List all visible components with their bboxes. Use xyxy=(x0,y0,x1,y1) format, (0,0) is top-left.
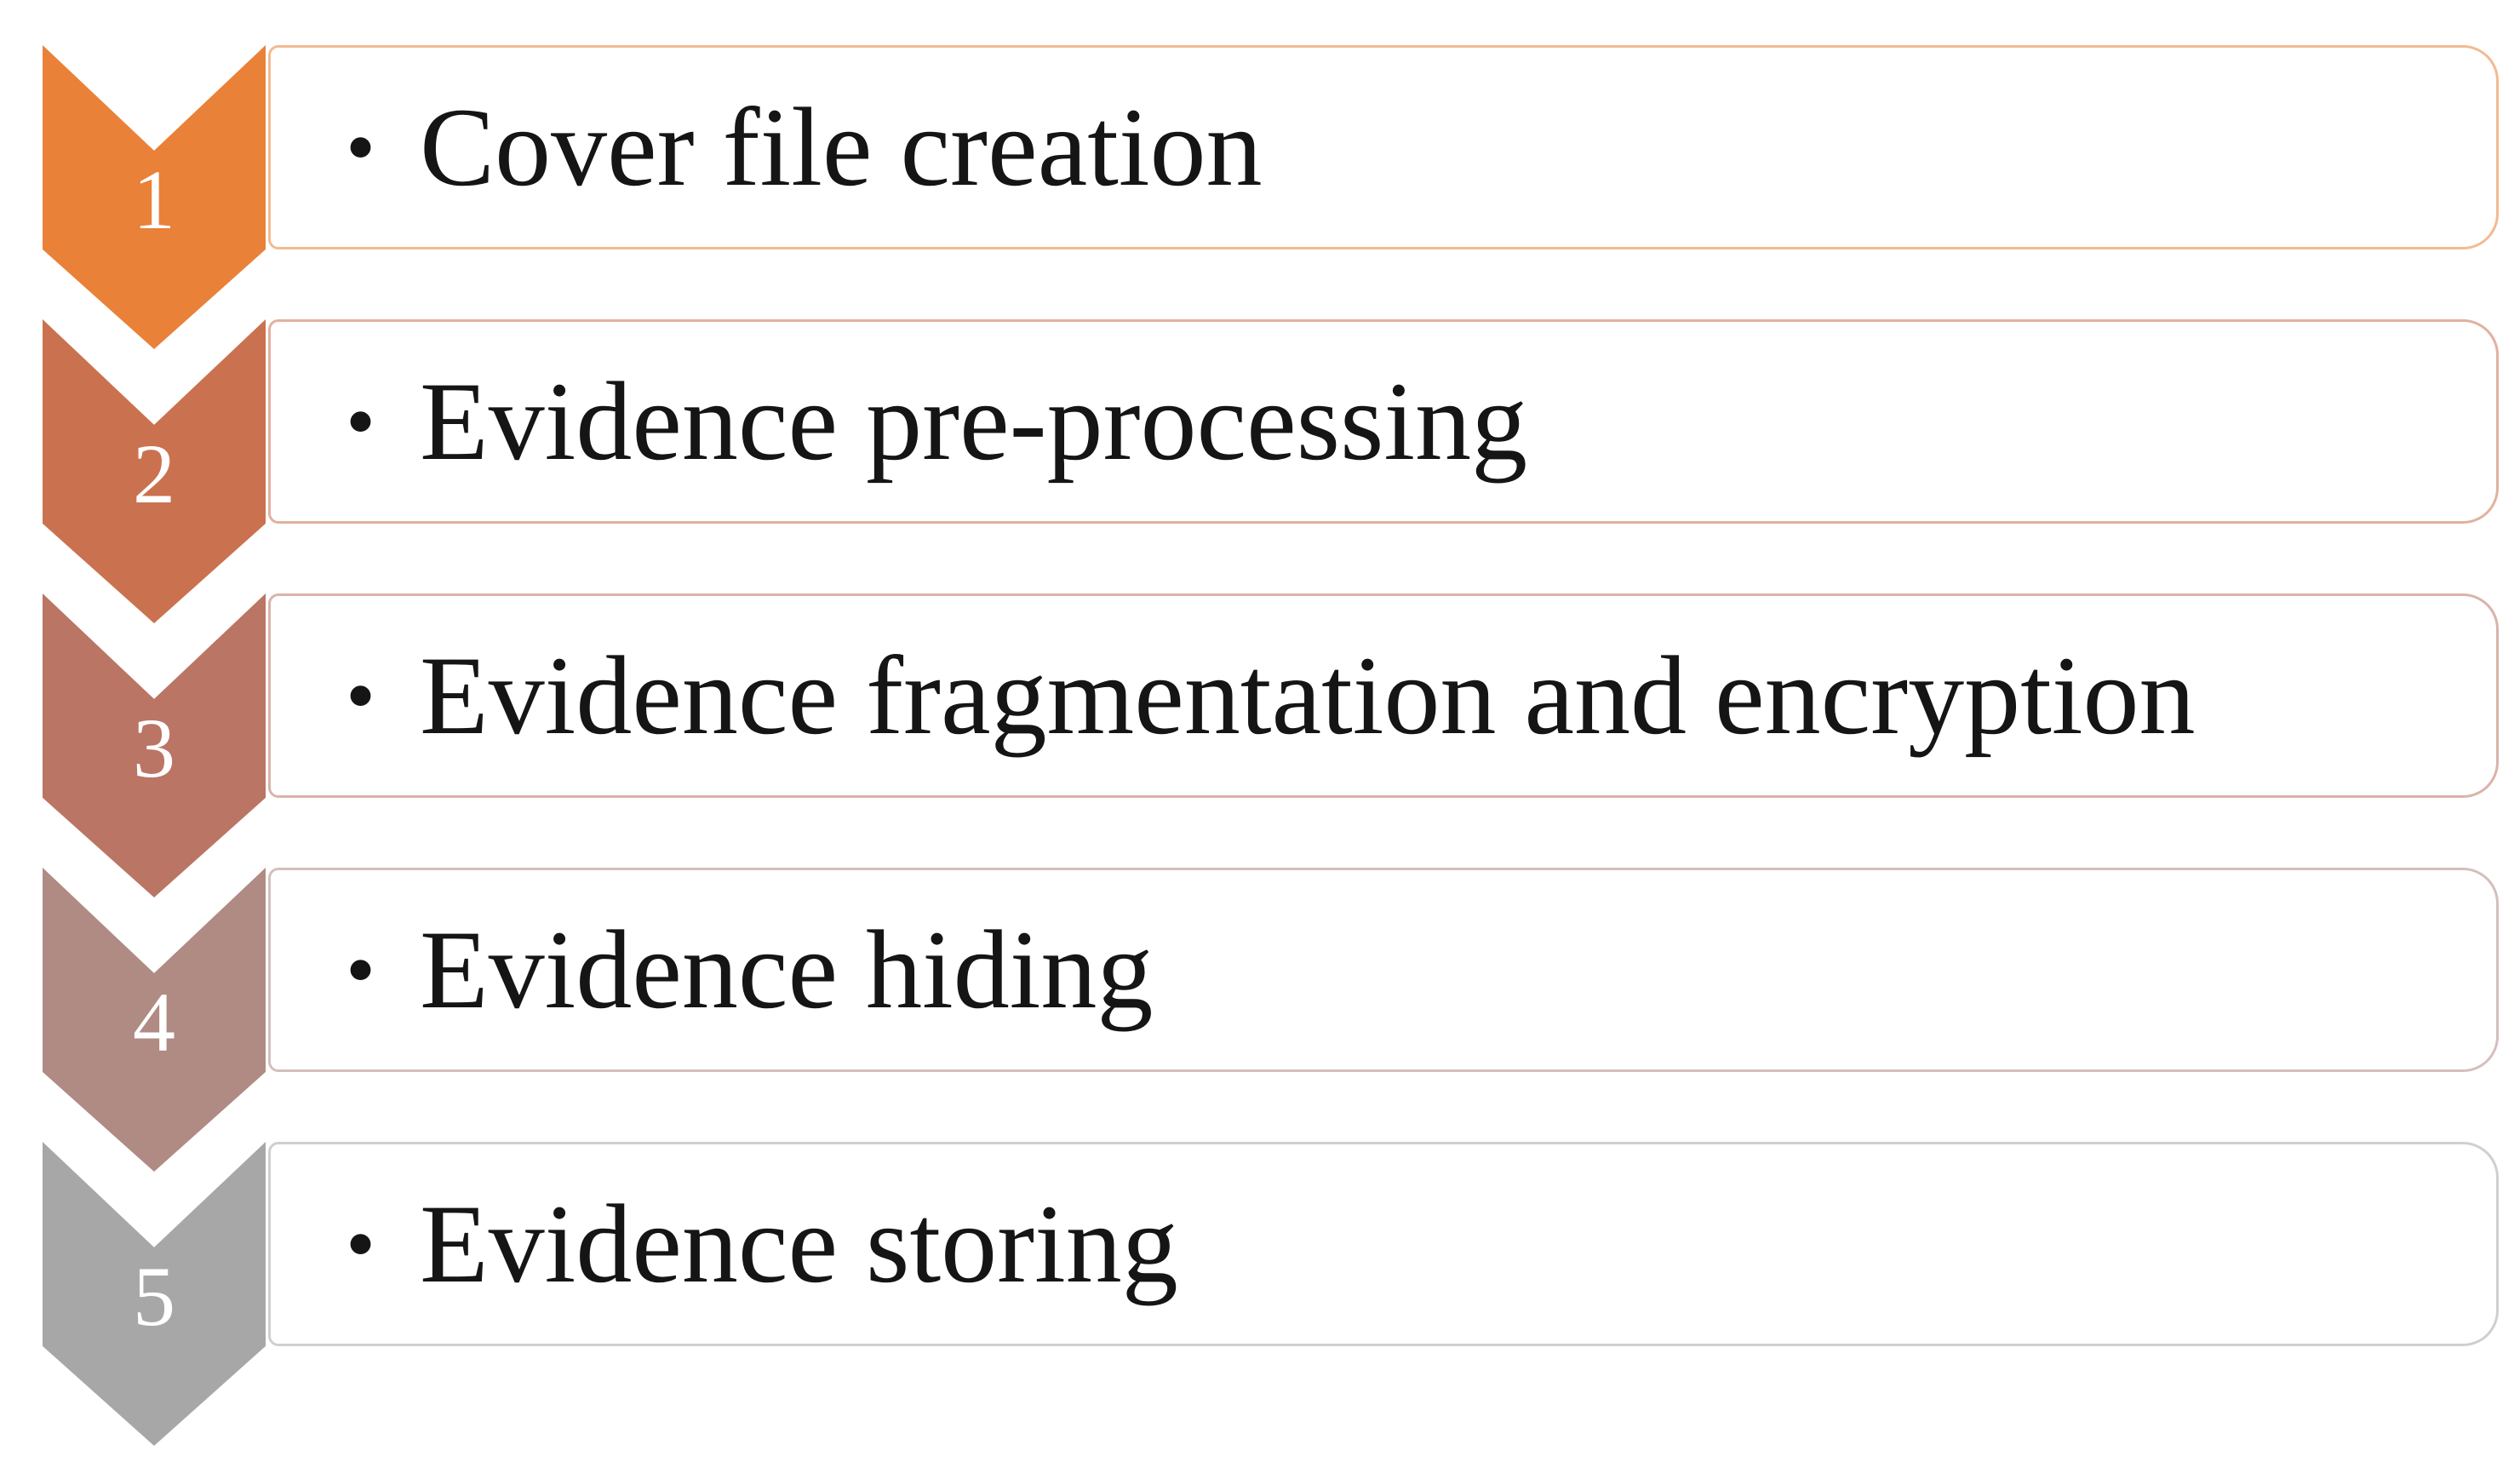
step-number-zone: 2 xyxy=(43,425,266,524)
step-chevron-arrow-icon: 3 xyxy=(43,593,266,897)
step-textbox: • Evidence fragmentation and encryption xyxy=(268,593,2499,798)
step-label: Evidence pre-processing xyxy=(420,358,1528,484)
process-step-row: 4 • Evidence hiding xyxy=(0,868,2520,1172)
step-textbox: • Evidence hiding xyxy=(268,868,2499,1072)
step-textbox: • Evidence pre-processing xyxy=(268,319,2499,524)
bullet-icon: • xyxy=(346,100,376,194)
step-label: Cover file creation xyxy=(420,84,1263,210)
step-label: Evidence hiding xyxy=(420,907,1154,1033)
process-step-row: 3 • Evidence fragmentation and encryptio… xyxy=(0,593,2520,897)
step-textbox: • Cover file creation xyxy=(268,45,2499,249)
process-step-row: 5 • Evidence storing xyxy=(0,1142,2520,1446)
step-number: 3 xyxy=(133,701,175,795)
step-number-zone: 1 xyxy=(43,151,266,249)
step-textbox: • Evidence storing xyxy=(268,1142,2499,1346)
step-label: Evidence fragmentation and encryption xyxy=(420,633,2196,759)
step-number: 2 xyxy=(133,427,175,521)
process-step-row: 2 • Evidence pre-processing xyxy=(0,319,2520,623)
bullet-icon: • xyxy=(346,374,376,468)
step-chevron-arrow-icon: 1 xyxy=(43,45,266,349)
step-number: 5 xyxy=(133,1249,175,1344)
step-chevron-arrow-icon: 4 xyxy=(43,868,266,1172)
step-number-zone: 4 xyxy=(43,973,266,1072)
step-label: Evidence storing xyxy=(420,1181,1178,1307)
process-step-row: 1 • Cover file creation xyxy=(0,45,2520,349)
bullet-icon: • xyxy=(346,648,376,742)
bullet-icon: • xyxy=(346,922,376,1017)
step-chevron-arrow-icon: 2 xyxy=(43,319,266,623)
step-number-zone: 3 xyxy=(43,699,266,798)
step-number: 4 xyxy=(133,975,175,1069)
step-chevron-arrow-icon: 5 xyxy=(43,1142,266,1446)
step-number-zone: 5 xyxy=(43,1247,266,1346)
step-number: 1 xyxy=(133,152,175,247)
bullet-icon: • xyxy=(346,1196,376,1291)
